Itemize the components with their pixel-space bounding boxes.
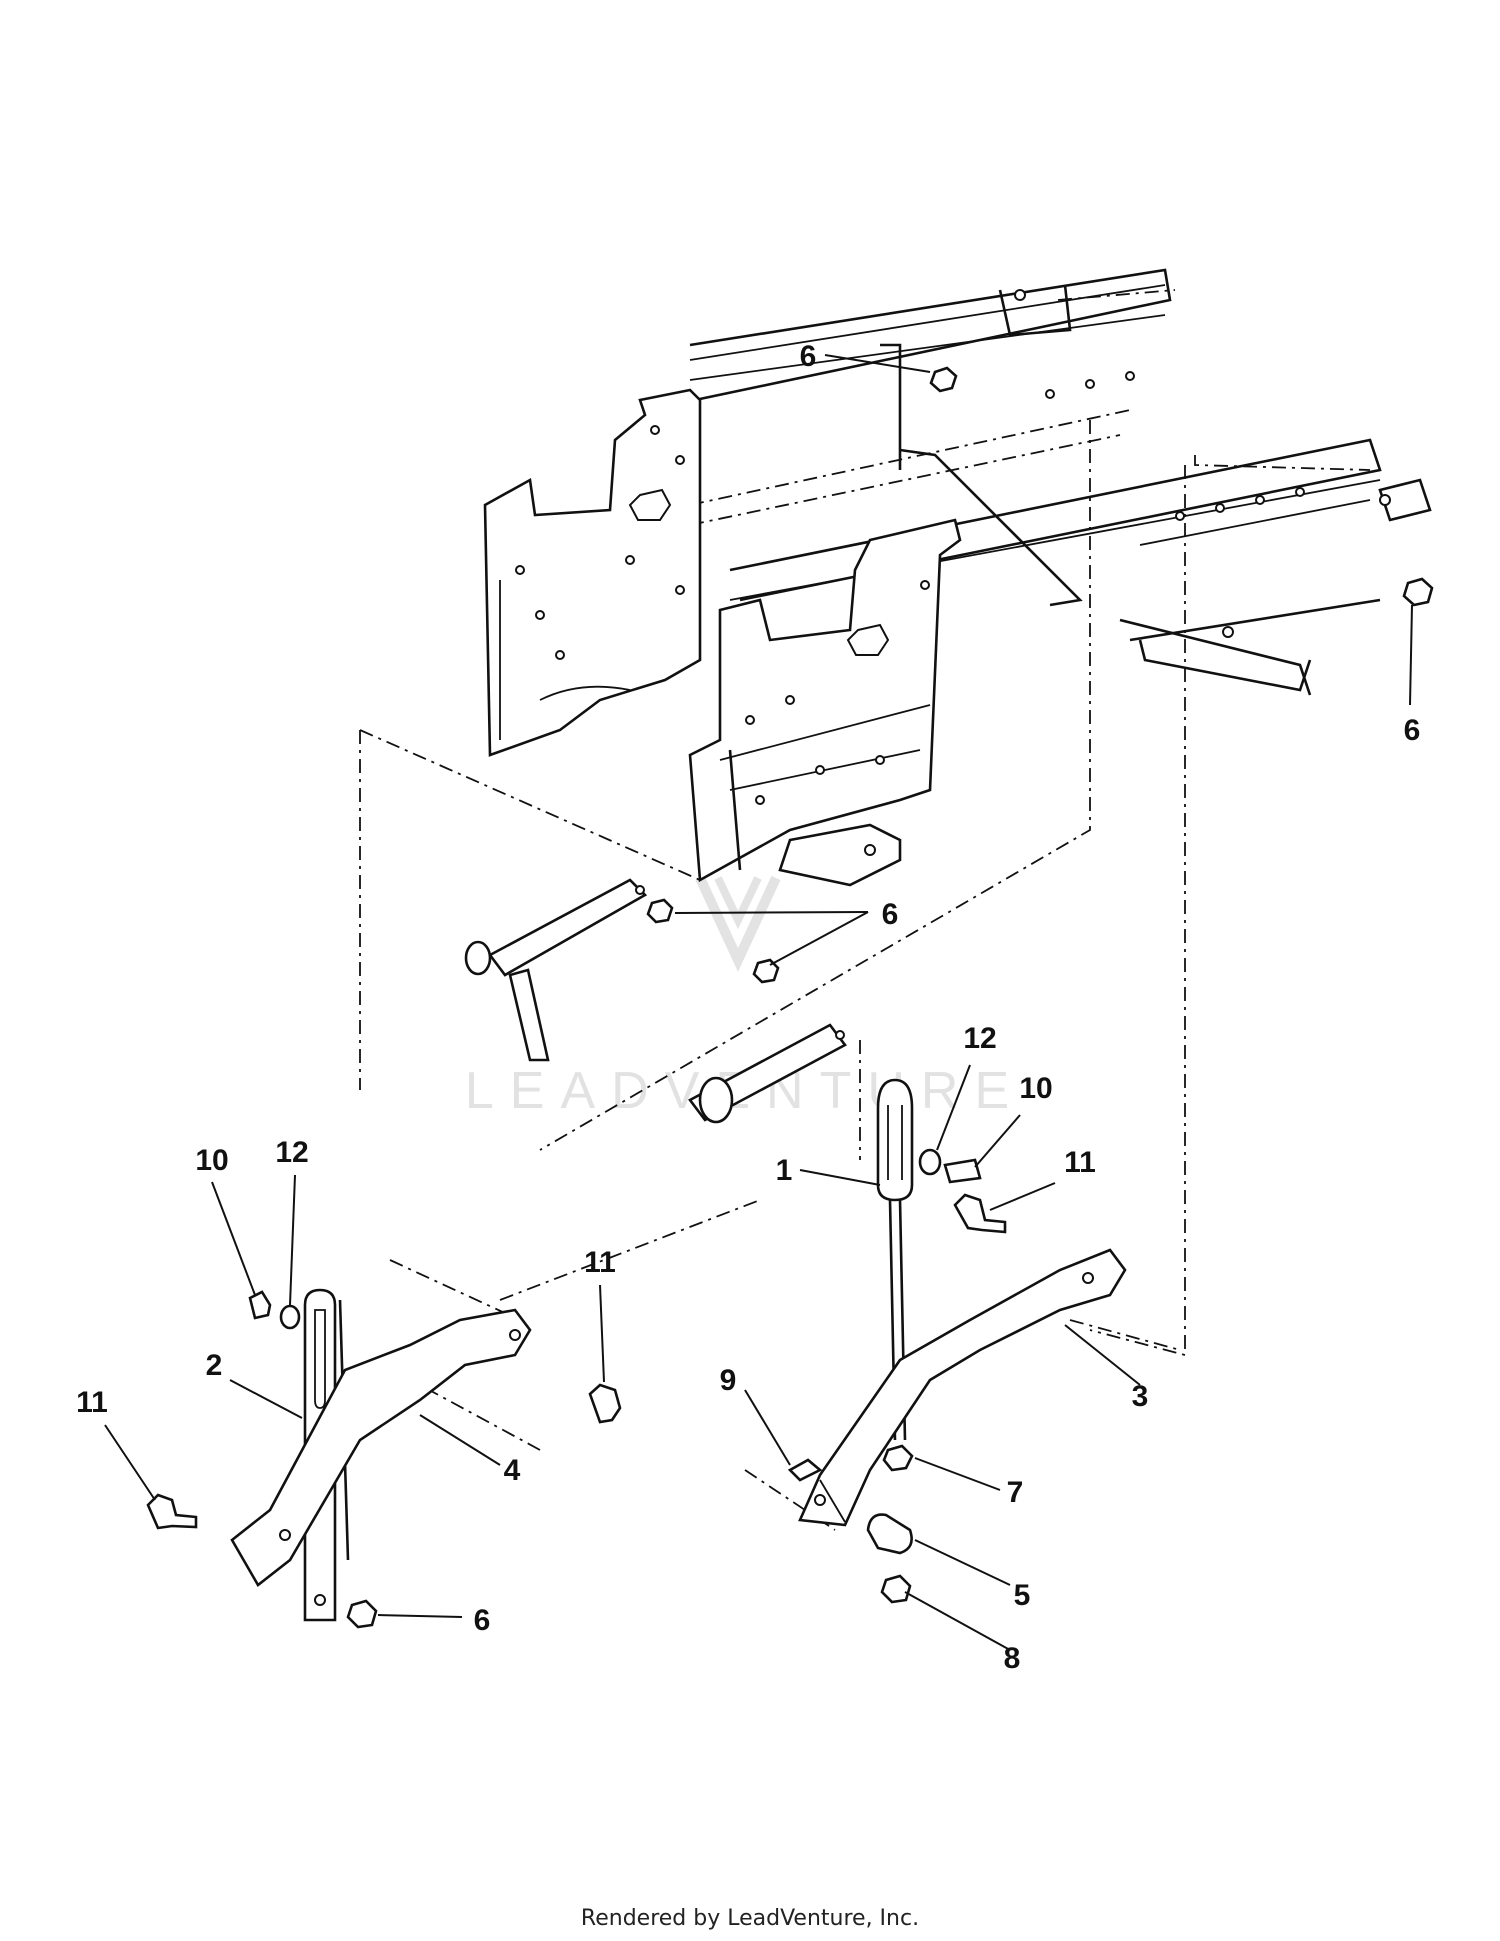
callout-3: 3	[1132, 1380, 1149, 1413]
callout-7: 7	[1007, 1476, 1024, 1509]
pivot-shaft-assembly	[464, 878, 847, 1124]
callout-4: 4	[504, 1454, 521, 1487]
callout-6-frame-top: 6	[800, 340, 817, 373]
hairpin-clip-9	[787, 1458, 823, 1482]
callout-11-right: 11	[1064, 1146, 1096, 1179]
footer-credit: Rendered by LeadVenture, Inc.	[580, 1906, 920, 1931]
callout-6-left: 6	[474, 1604, 491, 1637]
callout-12-right: 12	[963, 1022, 996, 1055]
nut-6-lower	[752, 958, 780, 984]
callout-12-left: 12	[275, 1136, 308, 1169]
callout-6-shaft: 6	[882, 898, 899, 931]
trunnion-5	[866, 1513, 913, 1555]
lift-arm-right	[787, 1248, 1127, 1527]
nut-group-shaft	[646, 898, 780, 984]
bolt-11-right	[953, 1193, 1007, 1234]
nut-6-frame-right	[1402, 577, 1434, 607]
lift-arm-left	[146, 1290, 622, 1629]
callout-2: 2	[206, 1349, 223, 1382]
nut-6-upper	[646, 898, 674, 924]
bolt-11-upper-left	[588, 1383, 622, 1424]
nut-6-frame-top	[929, 366, 958, 393]
jam-nut-7	[882, 1444, 914, 1472]
callout-11-upper-left: 11	[584, 1246, 616, 1279]
bolt-11-lower-left	[146, 1493, 198, 1530]
leader-lines	[104, 354, 1413, 1651]
frame-rails	[689, 268, 1432, 696]
callout-11-lower-left: 11	[76, 1386, 108, 1419]
washer-12-left	[279, 1304, 301, 1330]
lock-nut-8	[880, 1574, 912, 1604]
bolt-10-right	[943, 1158, 982, 1184]
callout-5: 5	[1014, 1579, 1031, 1612]
callout-1: 1	[776, 1154, 793, 1187]
nut-6-left	[346, 1599, 378, 1629]
callout-6-frame-right: 6	[1404, 714, 1421, 747]
callout-9: 9	[720, 1364, 737, 1397]
washer-12-right	[918, 1148, 942, 1176]
callout-10-left: 10	[195, 1144, 228, 1177]
callouts: 6 6 6 6 12 10 11 1 10 12 11 2 11 4 3 9 7…	[76, 340, 1420, 1675]
callout-10-right: 10	[1019, 1072, 1052, 1105]
bolt-10-left	[248, 1290, 272, 1320]
lift-link-right	[866, 1078, 1007, 1604]
callout-8: 8	[1004, 1642, 1021, 1675]
side-plate-left	[483, 388, 702, 757]
side-plate-right	[688, 518, 962, 887]
